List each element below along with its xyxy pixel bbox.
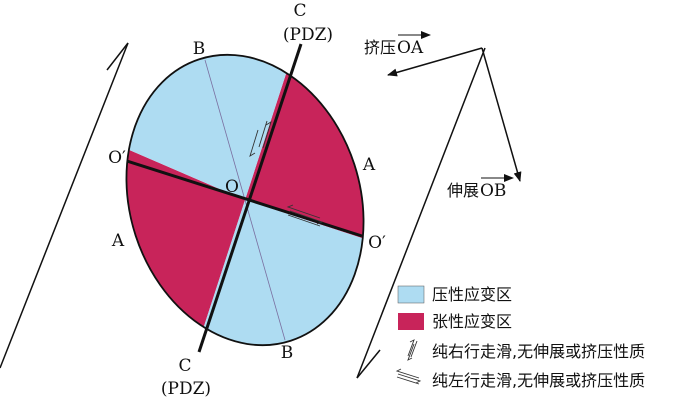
- shear-boundary-right: [356, 47, 486, 379]
- legend-swatch-tension: [398, 313, 424, 330]
- legend-label-tension: 张性应变区: [432, 312, 512, 331]
- label-a-right: A: [362, 155, 376, 175]
- vector-oa-name: OA: [397, 38, 424, 58]
- label-pdz-bottom: (PDZ): [161, 379, 211, 399]
- vector-arrows: [387, 47, 522, 182]
- label-c-bottom: C: [178, 356, 191, 376]
- vector-ob-prefix: 伸展: [447, 181, 479, 200]
- legend-label-left-lateral: 纯左行走滑,无伸展或挤压性质: [432, 371, 645, 390]
- right-lateral-icon: [407, 339, 418, 361]
- label-a-left: A: [111, 231, 125, 251]
- label-o-center: O: [225, 177, 239, 197]
- shear-boundary-left-tick: [106, 42, 129, 71]
- legend-label-right-lateral: 纯右行走滑,无伸展或挤压性质: [432, 342, 645, 361]
- label-pdz-top: (PDZ): [283, 25, 333, 45]
- shear-boundary-right-tick: [356, 349, 381, 379]
- left-lateral-icon: [395, 368, 422, 385]
- strain-ellipse-outline: [125, 53, 365, 347]
- vector-oa-prefix: 挤压: [364, 38, 396, 57]
- shear-boundary-left: [0, 42, 129, 369]
- label-o-prime-left: O′: [108, 148, 126, 168]
- pdz-axis-c: [197, 43, 303, 353]
- vector-label-oa: 挤压 OA: [364, 31, 431, 58]
- label-o-prime-right: O′: [368, 233, 386, 253]
- ob-arrow: [481, 47, 522, 182]
- legend: 压性应变区 张性应变区 纯右行走滑,无伸展或挤压性质 纯左行走滑,无伸展或挤压性…: [395, 285, 645, 390]
- vector-label-ob: 伸展 OB: [447, 174, 514, 201]
- label-b-bottom: B: [281, 343, 294, 363]
- label-c-top: C: [293, 1, 306, 21]
- pdz-slip-arrows: [249, 120, 272, 157]
- legend-swatch-compression: [397, 285, 425, 304]
- oa-arrow: [387, 47, 483, 77]
- label-b-top: B: [193, 39, 206, 59]
- o-prime-axis: [126, 159, 363, 238]
- oprime-slip-arrows: [286, 204, 324, 227]
- legend-label-compression: 压性应变区: [432, 285, 512, 304]
- vector-ob-name: OB: [480, 181, 506, 201]
